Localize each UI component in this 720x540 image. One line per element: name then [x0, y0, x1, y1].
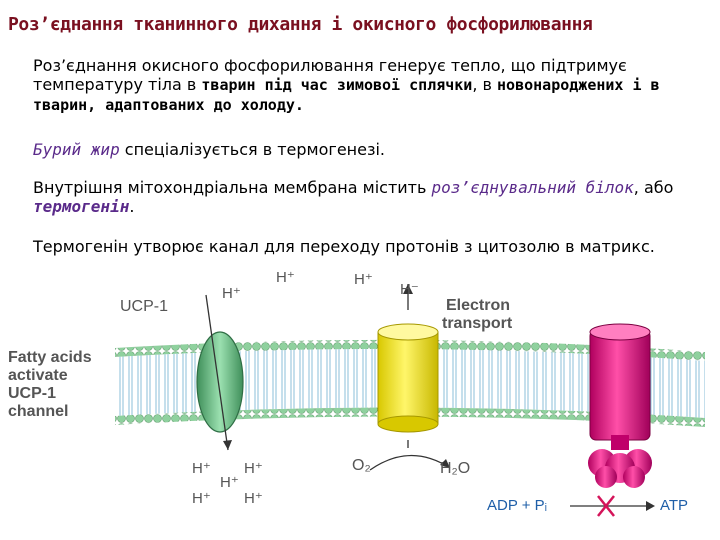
oxygen-label: O₂: [352, 457, 371, 474]
top-h-plus-2: H⁺: [276, 270, 295, 286]
p3-text-a: Внутрішня мітохондріальна мембрана місти…: [33, 178, 432, 197]
p1-text-b: , в: [472, 75, 498, 94]
membrane-diagram: UCP-1 Fatty acids activate UCP-1 channel…: [8, 270, 705, 517]
top-h-plus-1: H⁺: [222, 285, 241, 302]
svg-text:UCP-1: UCP-1: [8, 385, 56, 402]
electron-transport-label: Electron transport: [442, 297, 513, 332]
bottom-h-plus-labels: H⁺ H⁺ H⁺ H⁺ H⁺: [192, 460, 263, 507]
top-h-plus-3: H⁺: [354, 271, 373, 288]
svg-text:channel: channel: [8, 403, 68, 420]
p1-bold-hibernation: тварин під час зимової сплячки: [201, 76, 473, 94]
p1-bold-newborns: новонароджених і в тварин, адаптованих д…: [33, 76, 660, 114]
p2-highlight-brown-fat: Бурий жир: [33, 140, 120, 159]
adp-label: ADP + Pᵢ: [487, 497, 547, 514]
svg-text:H⁺: H⁺: [192, 490, 211, 507]
paragraph-proton-channel: Термогенін утворює канал для переходу пр…: [33, 237, 655, 256]
paragraph-uncoupling-protein: Внутрішня мітохондріальна мембрана місти…: [33, 178, 683, 216]
atp-label: ATP: [660, 497, 688, 514]
atp-synthase-icon: [588, 323, 652, 488]
p2-text: спеціалізується в термогенезі.: [119, 140, 386, 159]
svg-text:H⁺: H⁺: [244, 460, 263, 477]
water-label: H₂O: [440, 460, 470, 477]
svg-text:activate: activate: [8, 367, 68, 384]
svg-text:transport: transport: [442, 315, 513, 332]
svg-text:H⁺: H⁺: [220, 474, 239, 491]
paragraph-heat-generation: Роз’єднання окисного фосфорилювання гене…: [33, 56, 683, 115]
p3-highlight-protein: роз’єднувальний білок: [431, 178, 634, 197]
p3-highlight-thermogenin: термогенін: [33, 197, 130, 216]
p3-text-b: , або: [633, 178, 674, 197]
p1-text-a: Роз’єднання окисного фосфорилювання гене…: [33, 56, 627, 94]
ucp1-channel-icon: [196, 294, 244, 451]
fatty-acids-label: Fatty acids activate UCP-1 channel: [8, 349, 92, 420]
p3-text-c: .: [129, 197, 135, 216]
top-h-minus: H⁻: [400, 281, 419, 298]
svg-text:Fatty acids: Fatty acids: [8, 349, 92, 366]
paragraph-brown-fat: Бурий жир спеціалізується в термогенезі.: [33, 140, 683, 159]
blocked-atp-arrow: [570, 495, 655, 517]
svg-text:H⁺: H⁺: [244, 490, 263, 507]
svg-text:H⁺: H⁺: [192, 460, 211, 477]
svg-text:Electron: Electron: [446, 297, 510, 314]
ucp1-label: UCP-1: [120, 298, 168, 315]
slide-title: Роз’єднання тканинного дихання і окисног…: [8, 14, 593, 35]
electron-transport-complex-icon: [369, 284, 451, 471]
